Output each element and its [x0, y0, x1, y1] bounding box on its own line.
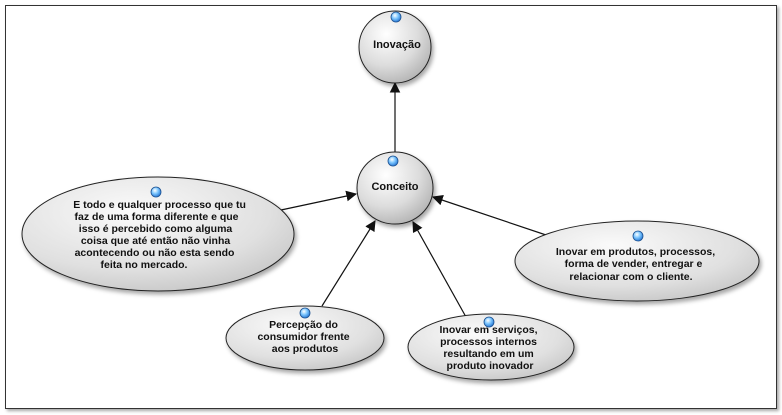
usecase-marker-icon — [390, 11, 402, 23]
usecase-marker-icon — [299, 307, 311, 319]
node-servicos-label: Inovar em serviços, processos internos r… — [440, 324, 541, 372]
node-conceito-label: Conceito — [371, 181, 418, 193]
node-percepcao-label: Percepção do consumidor frente aos produ… — [257, 319, 352, 355]
node-definicao-label: E todo e qualquer processo que tu faz de… — [73, 199, 249, 271]
node-servicos[interactable]: Inovar em serviços, processos internos r… — [407, 313, 575, 381]
node-produtos[interactable]: Inovar em produtos, processos, forma de … — [514, 220, 760, 302]
edge-definicao-conceito — [280, 190, 358, 211]
node-produtos-label: Inovar em produtos, processos, forma de … — [556, 246, 718, 283]
node-percepcao[interactable]: Percepção do consumidor frente aos produ… — [225, 305, 385, 371]
edge-percepcao-conceito — [321, 220, 376, 307]
edge-servicos-conceito — [412, 221, 467, 318]
node-definicao[interactable]: E todo e qualquer processo que tu faz de… — [21, 176, 295, 292]
node-conceito[interactable]: Conceito — [356, 151, 434, 225]
node-inovacao-label: Inovação — [373, 39, 421, 51]
usecase-marker-icon — [632, 230, 644, 242]
edges-group — [280, 81, 556, 318]
usecase-marker-icon — [483, 316, 495, 328]
edge-produtos-conceito — [431, 194, 556, 239]
node-inovacao[interactable]: Inovação — [358, 10, 432, 84]
usecase-marker-icon — [387, 155, 399, 167]
usecase-marker-icon — [150, 186, 162, 198]
